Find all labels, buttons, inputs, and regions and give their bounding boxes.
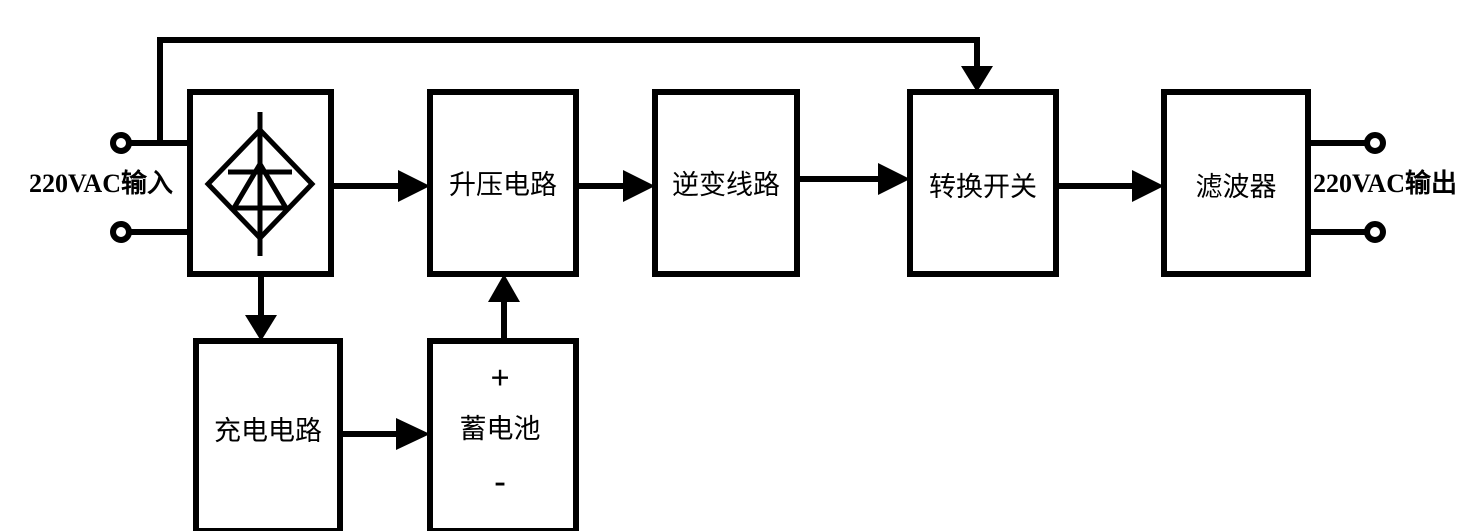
bridge-rectifier-icon bbox=[204, 112, 316, 256]
connector-inverter-to-transfer bbox=[797, 163, 910, 195]
block-boost-label: 升压电路 bbox=[449, 170, 557, 200]
block-charger-label: 充电电路 bbox=[214, 416, 322, 446]
block-inverter-label: 逆变线路 bbox=[672, 170, 780, 200]
terminal-input-bottom[interactable] bbox=[110, 221, 132, 243]
block-battery-outline bbox=[427, 338, 579, 531]
block-inverter-outline bbox=[652, 89, 800, 277]
arrowhead-rectifier-to-boost bbox=[398, 170, 430, 202]
block-filter-label: 滤波器 bbox=[1196, 172, 1277, 202]
block-boost-circuit[interactable]: 升压电路 bbox=[427, 89, 579, 277]
block-filter-outline bbox=[1161, 89, 1311, 277]
connector-battery-to-boost bbox=[488, 274, 520, 341]
output-label: 220VAC输出 bbox=[1313, 168, 1457, 198]
terminal-input-top[interactable] bbox=[110, 132, 132, 154]
block-rectifier[interactable] bbox=[187, 89, 334, 277]
input-label: 220VAC输入 bbox=[29, 168, 173, 198]
input-wiring bbox=[121, 140, 190, 235]
connector-rectifier-to-boost bbox=[331, 170, 430, 202]
connector-rectifier-to-charger bbox=[245, 274, 277, 341]
block-transfer-label: 转换开关 bbox=[929, 172, 1037, 202]
connector-bypass-to-transfer bbox=[157, 37, 993, 143]
block-inverter-circuit[interactable]: 逆变线路 bbox=[652, 89, 800, 277]
block-charger-outline bbox=[193, 338, 343, 531]
terminal-output-bottom[interactable] bbox=[1364, 221, 1386, 243]
arrowhead-transfer-to-filter bbox=[1132, 170, 1164, 202]
terminal-output-top[interactable] bbox=[1364, 132, 1386, 154]
arrowhead-rectifier-to-charger bbox=[245, 315, 277, 341]
block-battery-label: 蓄电池 bbox=[460, 414, 541, 444]
battery-plus-symbol: + bbox=[490, 360, 509, 397]
block-charging-circuit[interactable]: 充电电路 bbox=[193, 338, 343, 531]
connector-charger-to-battery bbox=[340, 418, 430, 450]
block-transfer-switch[interactable]: 转换开关 bbox=[907, 89, 1059, 277]
arrowhead-charger-to-battery bbox=[396, 418, 430, 450]
arrowhead-boost-to-inverter bbox=[623, 170, 655, 202]
connector-boost-to-inverter bbox=[576, 170, 655, 202]
arrowhead-battery-to-boost bbox=[488, 274, 520, 302]
arrowhead-inverter-to-transfer bbox=[878, 163, 910, 195]
block-filter[interactable]: 滤波器 bbox=[1161, 89, 1311, 277]
output-wiring bbox=[1308, 140, 1375, 235]
connector-transfer-to-filter bbox=[1056, 170, 1164, 202]
block-battery[interactable]: + 蓄电池 - bbox=[427, 338, 579, 531]
battery-minus-symbol: - bbox=[494, 463, 505, 500]
arrowhead-bypass bbox=[961, 66, 993, 92]
block-boost-outline bbox=[427, 89, 579, 277]
block-transfer-outline bbox=[907, 89, 1059, 277]
